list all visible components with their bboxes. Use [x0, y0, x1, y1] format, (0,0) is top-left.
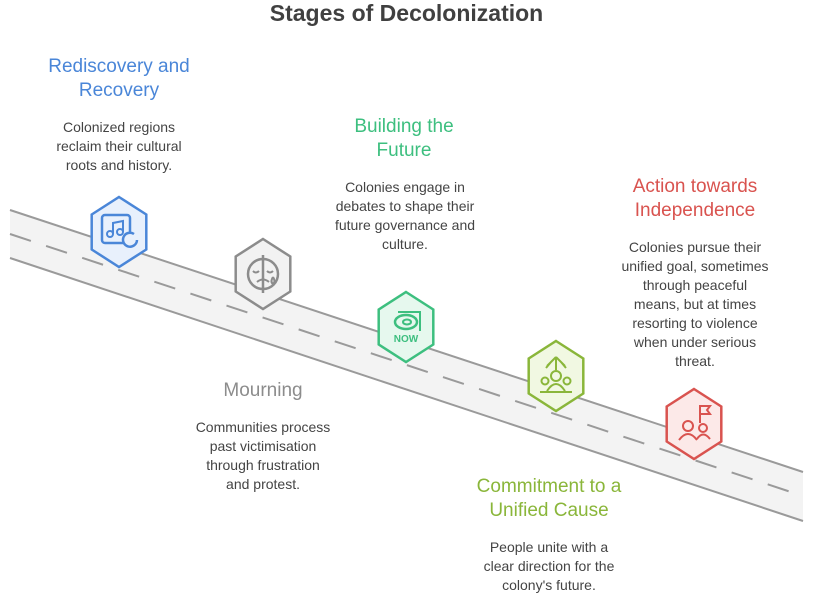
- music-note-refresh-icon: [100, 213, 139, 248]
- stage-4-description: People unite with a clear direction for …: [483, 539, 615, 593]
- stage-4-heading: Commitment to a Unified Cause: [476, 476, 622, 521]
- stage-5-hexagon: [665, 387, 723, 461]
- sad-face-tear-icon: [246, 255, 280, 293]
- group-up-arrow-icon: [540, 356, 572, 393]
- stage-1-heading: Rediscovery and Recovery: [48, 56, 190, 101]
- stage-3-description: Colonies engage in debates to shape thei…: [334, 179, 476, 252]
- people-flag-icon: [678, 405, 712, 441]
- stage-1-hexagon: [90, 195, 148, 269]
- now-icon: NOW: [393, 311, 421, 345]
- stage-3-heading: Building the Future: [354, 116, 454, 161]
- stage-1-description: Colonized regions reclaim their cultural…: [56, 119, 182, 173]
- stage-5-heading: Action towards Independence: [632, 176, 758, 221]
- stage-5-description: Colonies pursue their unified goal, some…: [621, 239, 769, 369]
- diagram-title: Stages of Decolonization: [269, 0, 544, 26]
- svg-text:NOW: NOW: [394, 334, 419, 345]
- stage-2-hexagon: [234, 237, 292, 311]
- stage-2-heading: Mourning: [223, 380, 303, 401]
- stage-4-hexagon: [527, 339, 585, 413]
- stage-2-description: Communities process past victimisation t…: [195, 419, 331, 492]
- stage-3-hexagon: NOW: [377, 290, 435, 364]
